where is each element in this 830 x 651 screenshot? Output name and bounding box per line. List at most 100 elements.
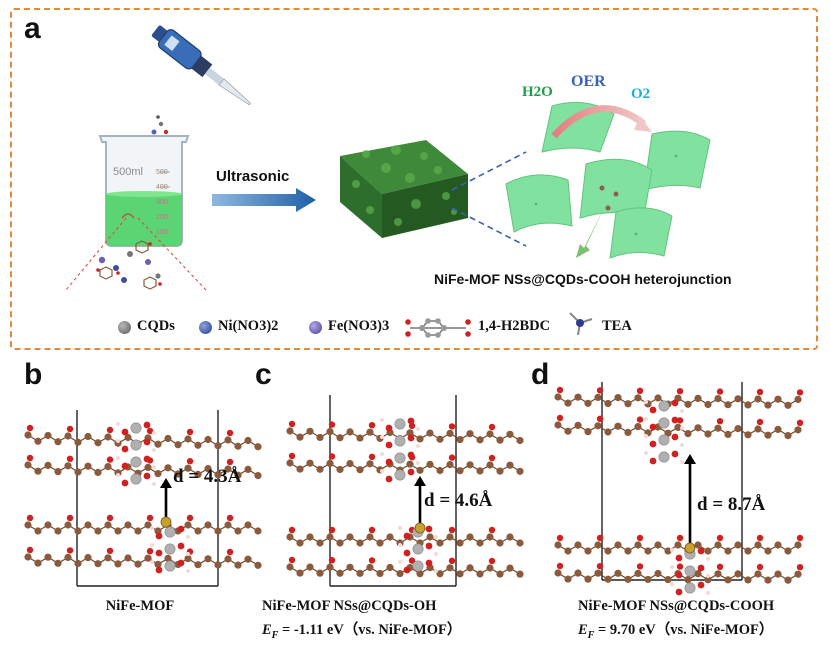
carbon-atom xyxy=(104,463,112,471)
carbon-atom xyxy=(224,555,232,563)
carbon-atom xyxy=(174,441,182,449)
carbon-atom xyxy=(516,570,524,578)
oxygen-atom xyxy=(636,563,644,570)
carbon-atom xyxy=(366,533,374,541)
oxygen-atom xyxy=(288,526,296,534)
metal-atom xyxy=(658,417,670,429)
carbon-atom xyxy=(694,541,702,549)
oxygen-atom xyxy=(155,566,163,574)
oxygen-atom xyxy=(143,438,151,446)
oxygen-atom xyxy=(448,454,456,461)
carbon-atom xyxy=(244,465,252,473)
oxygen-atom xyxy=(407,451,415,459)
ef-value: = 9.70 eV（vs. NiFe-MOF） xyxy=(594,622,774,638)
metal-atom xyxy=(164,543,176,555)
carbon-atom xyxy=(54,468,62,476)
hydrogen-atom xyxy=(116,456,120,460)
carbon-atom xyxy=(744,431,752,439)
carbon-atom xyxy=(774,570,782,578)
carbon-atom xyxy=(144,554,152,562)
carbon-atom xyxy=(486,564,494,572)
carbon-atom xyxy=(794,426,802,434)
carbon-atom xyxy=(34,559,42,567)
carbon-atom xyxy=(224,521,232,529)
hydrogen-atom xyxy=(670,582,674,586)
metal-atom xyxy=(658,400,670,412)
oxygen-atom xyxy=(288,420,296,428)
carbon-atom xyxy=(346,563,354,571)
carbon-atom xyxy=(154,560,162,568)
carbon-atom xyxy=(84,462,92,470)
carbon-atom xyxy=(214,442,222,450)
carbon-atom xyxy=(476,570,484,578)
hydrogen-atom xyxy=(670,565,674,569)
carbon-atom xyxy=(456,539,464,547)
carbon-atom xyxy=(724,547,732,555)
carbon-atom xyxy=(436,570,444,578)
carbon-atom xyxy=(564,547,572,555)
carbon-atom xyxy=(286,563,294,571)
hydrogen-atom xyxy=(670,548,674,552)
oxygen-atom xyxy=(288,556,296,564)
carbon-atom xyxy=(774,395,782,403)
hydrogen-atom xyxy=(644,417,648,421)
hydrogen-atom xyxy=(186,569,190,573)
carbon-atom xyxy=(234,527,242,535)
oxygen-atom xyxy=(66,455,74,462)
oxygen-atom xyxy=(408,557,416,564)
carbon-atom xyxy=(574,541,582,549)
carbon-atom xyxy=(466,533,474,541)
carbon-atom xyxy=(396,569,404,578)
hydrogen-atom xyxy=(416,444,420,448)
oxygen-atom xyxy=(675,554,683,562)
oxygen-atom xyxy=(636,416,644,423)
carbon-atom xyxy=(794,541,802,549)
carbon-atom xyxy=(74,438,82,446)
carbon-atom xyxy=(296,433,304,441)
carbon-atom xyxy=(406,429,414,437)
zoom-cone xyxy=(65,217,207,291)
oxygen-atom xyxy=(556,562,564,570)
carbon-atom xyxy=(124,433,132,442)
metal-atom xyxy=(394,418,406,430)
carbon-atom xyxy=(416,435,424,443)
carbon-atom xyxy=(64,462,72,470)
carbon-atom xyxy=(436,539,444,547)
oxygen-atom xyxy=(488,526,496,534)
carbon-atom xyxy=(214,527,222,535)
carbon-atom xyxy=(346,460,354,468)
carbon-atom xyxy=(34,437,42,445)
hydrogen-atom xyxy=(380,418,384,422)
carbon-atom xyxy=(326,563,334,571)
oxygen-atom xyxy=(403,532,411,540)
carbon-atom xyxy=(184,435,192,443)
carbon-atom xyxy=(326,459,334,467)
metal-atom xyxy=(394,469,406,481)
carbon-atom xyxy=(406,460,414,468)
carbon-atom xyxy=(456,467,464,475)
beaker-volume-label: 500ml xyxy=(113,166,143,178)
carbon-atom xyxy=(564,427,572,435)
carbon-atom xyxy=(336,569,344,577)
carbon-atom xyxy=(376,539,384,547)
carbon-atom xyxy=(194,527,202,535)
oxygen-atom xyxy=(671,416,679,424)
oxygen-atom xyxy=(106,456,114,463)
carbon-atom xyxy=(784,576,792,584)
gold-atom xyxy=(160,516,172,528)
carbon-atom xyxy=(516,467,524,475)
carbon-atom xyxy=(496,467,504,475)
legend: CQDs Ni(NO3)2 Fe(NO3)3 1,4-H2BDC TEA xyxy=(118,312,718,339)
carbon-atom xyxy=(286,533,294,541)
oxygen-atom xyxy=(186,428,194,436)
oxygen-atom xyxy=(425,559,433,567)
carbon-atom xyxy=(674,423,682,431)
oxygen-atom xyxy=(121,445,129,453)
oxygen-atom xyxy=(448,423,456,430)
metal-atom xyxy=(412,543,424,555)
hydrogen-atom xyxy=(152,448,156,452)
hydrogen-atom xyxy=(644,400,648,404)
carbon-atom xyxy=(34,467,42,475)
carbon-atom xyxy=(346,533,354,541)
